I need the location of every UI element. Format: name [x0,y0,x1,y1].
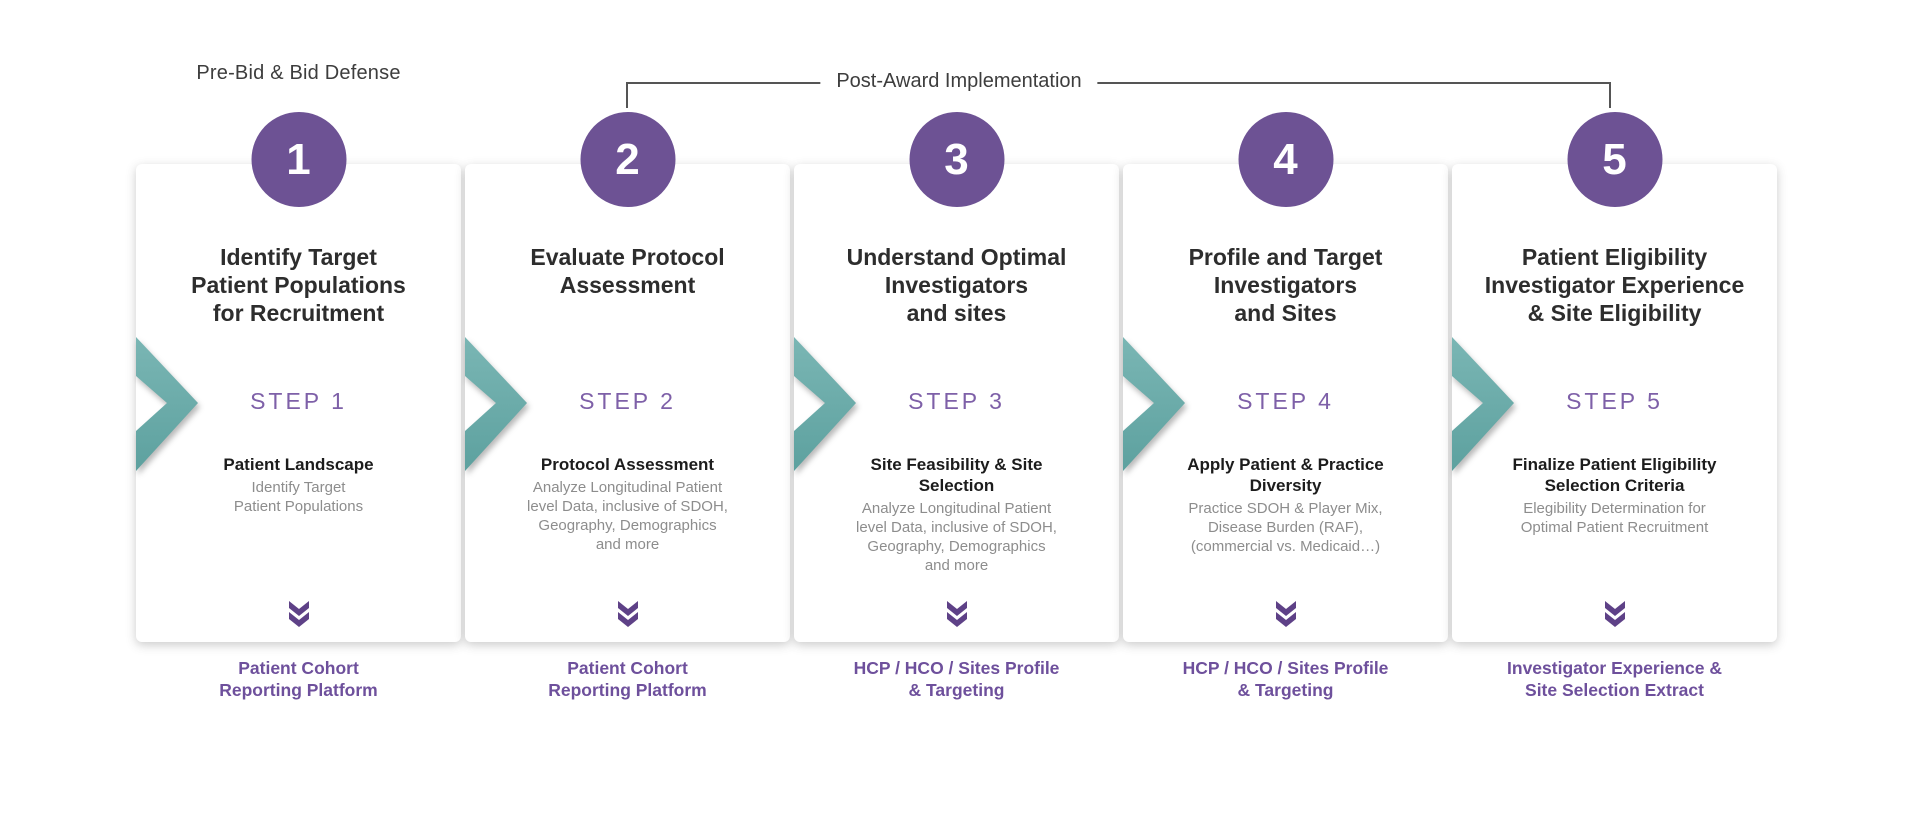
double-chevron-down-icon [617,601,638,627]
step-subtitle: Site Feasibility & Site Selection [870,455,1043,495]
platform-label: Patient Cohort Reporting Platform [219,658,378,700]
chevron-right-icon [794,337,856,471]
step-label: STEP 5 [1566,388,1663,414]
step-textblock: Patient Landscape Identify Target Patien… [140,454,457,516]
double-chevron-down-icon [288,601,309,627]
pre-bid-label: Pre-Bid & Bid Defense [196,62,401,84]
step-description: Analyze Longitudinal Patient level Data,… [856,500,1057,574]
step-label: STEP 2 [579,388,676,414]
chevron-right-icon [1123,337,1185,471]
step-column-4: 4 Profile and Target Investigators and S… [1121,0,1450,814]
chevron-right-icon [465,337,527,471]
step-title: Identify Target Patient Populations for … [191,244,406,326]
double-chevron-down-icon [1275,601,1296,627]
step-column-3: 3 Understand Optimal Investigators and s… [792,0,1121,814]
chevron-right-icon [136,337,198,471]
step-number-badge: 3 [909,112,1004,207]
step-textblock: Finalize Patient Eligibility Selection C… [1456,454,1773,537]
double-chevron-down-icon [946,601,967,627]
step-subtitle: Protocol Assessment [540,455,715,474]
step-subtitle: Finalize Patient Eligibility Selection C… [1512,455,1717,495]
step-description: Practice SDOH & Player Mix, Disease Burd… [1188,500,1383,555]
step-description: Elegibility Determination for Optimal Pa… [1520,500,1709,536]
step-title: Patient Eligibility Investigator Experie… [1484,244,1745,326]
post-award-label: Post-Award Implementation [820,70,1098,93]
step-textblock: Site Feasibility & Site Selection Analyz… [798,454,1115,575]
chevron-right-icon [1452,337,1514,471]
step-subtitle: Apply Patient & Practice Diversity [1187,455,1384,495]
platform-label: HCP / HCO / Sites Profile & Targeting [853,658,1060,700]
step-textblock: Protocol Assessment Analyze Longitudinal… [469,454,786,554]
step-number-badge: 5 [1567,112,1662,207]
step-column-2: 2 Evaluate Protocol Assessment STEP 2 Pr… [463,0,792,814]
platform-label: Investigator Experience & Site Selection… [1507,658,1722,700]
step-number-badge: 1 [251,112,346,207]
step-description: Analyze Longitudinal Patient level Data,… [527,479,728,553]
steps-row: 1 Identify Target Patient Populations fo… [134,0,1779,814]
post-award-bracket: Post-Award Implementation [626,70,1611,108]
step-title: Profile and Target Investigators and Sit… [1188,244,1383,326]
step-subtitle: Patient Landscape [223,455,374,474]
step-textblock: Apply Patient & Practice Diversity Pract… [1127,454,1444,556]
step-number-badge: 4 [1238,112,1333,207]
step-title: Evaluate Protocol Assessment [530,244,725,298]
double-chevron-down-icon [1604,601,1625,627]
step-label: STEP 1 [250,388,347,414]
platform-label: HCP / HCO / Sites Profile & Targeting [1182,658,1389,700]
platform-label: Patient Cohort Reporting Platform [548,658,707,700]
step-column-1: 1 Identify Target Patient Populations fo… [134,0,463,814]
step-label: STEP 3 [908,388,1005,414]
step-description: Identify Target Patient Populations [233,479,364,515]
step-title: Understand Optimal Investigators and sit… [846,244,1067,326]
step-number-badge: 2 [580,112,675,207]
step-column-5: 5 Patient Eligibility Investigator Exper… [1450,0,1779,814]
step-label: STEP 4 [1237,388,1334,414]
